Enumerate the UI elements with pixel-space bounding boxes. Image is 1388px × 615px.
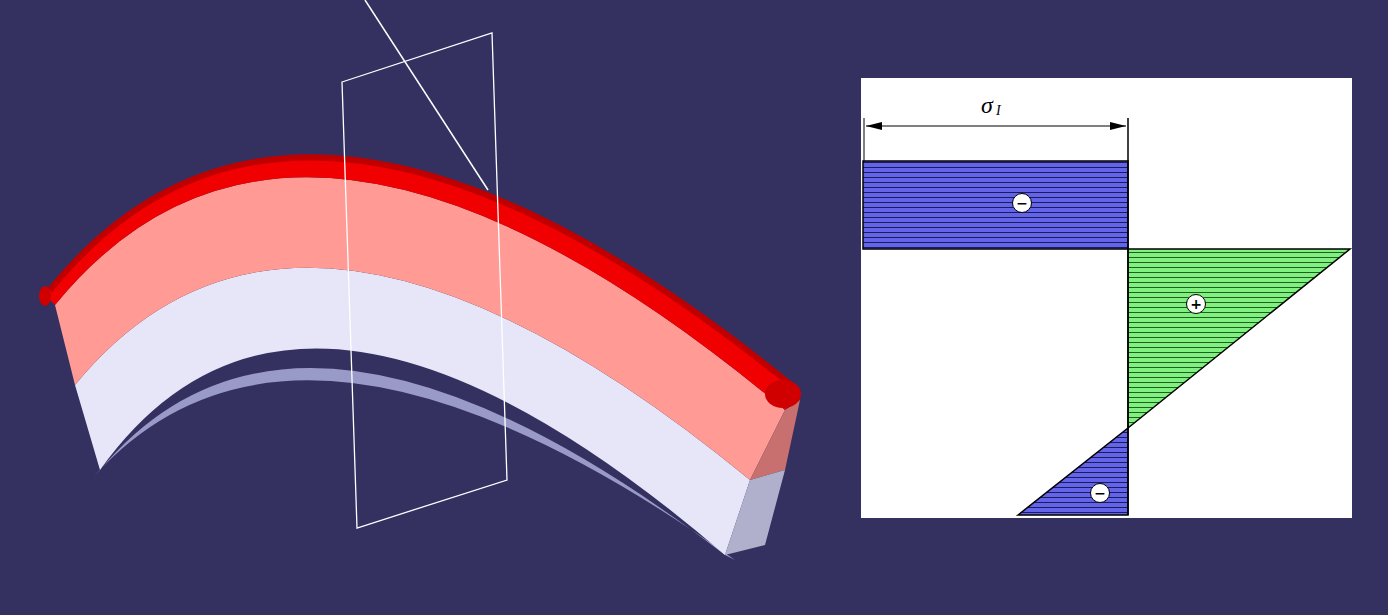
leader-line (365, 0, 488, 190)
compression-triangle-hatch (1018, 428, 1128, 515)
compression-triangle (1018, 428, 1128, 515)
dimension-arrow (866, 122, 882, 130)
compression-block-hatch (863, 161, 1128, 249)
dimension-line (866, 126, 1126, 127)
beam-left-cap (39, 286, 51, 306)
sign-symbol: + (1190, 297, 1202, 311)
stress-subscript: I (996, 104, 1001, 118)
extension-line (864, 118, 865, 161)
sign-circle: − (1012, 193, 1032, 213)
compression-block (863, 161, 1128, 249)
diagram-panel (861, 78, 1352, 518)
beam-end-face (725, 470, 785, 555)
beam-end-cap (765, 380, 801, 408)
section-plane (342, 33, 507, 528)
beam-top-zone (45, 155, 800, 410)
tension-triangle-hatch (1128, 249, 1350, 428)
sign-circle: − (1090, 483, 1110, 503)
sign-symbol: − (1016, 196, 1028, 210)
beam-top-shade (50, 157, 790, 384)
axis-line (1127, 118, 1129, 515)
curved-beam (39, 155, 801, 560)
dimension-arrow (1110, 122, 1126, 130)
sign-symbol: − (1094, 486, 1106, 500)
beam-end-face (750, 400, 800, 480)
sign-circle: + (1186, 294, 1206, 314)
tension-triangle (1128, 249, 1350, 428)
beam-middle-zone (55, 177, 785, 480)
stress-symbol: σ (981, 93, 993, 117)
